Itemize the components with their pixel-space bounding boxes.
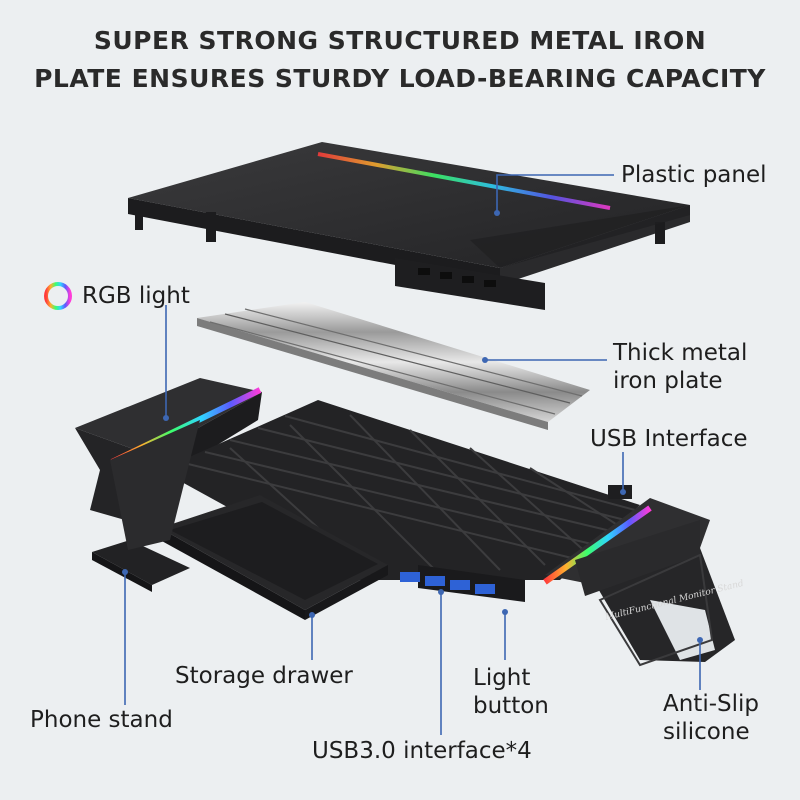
callout-light-button-line1: Light (473, 665, 531, 691)
callout-phone-stand: Phone stand (30, 707, 173, 733)
callout-light-button-line2: button (473, 693, 549, 719)
callout-usb-interface: USB Interface (590, 426, 748, 452)
base-right-leg (543, 498, 735, 667)
storage-drawer-part (160, 495, 388, 620)
callout-storage-drawer: Storage drawer (175, 663, 353, 689)
phone-stand-part (92, 420, 200, 592)
metal-plate-part (197, 302, 590, 430)
headline-line-1: SUPER STRONG STRUCTURED METAL IRON (93, 26, 707, 55)
callout-plastic-panel: Plastic panel (621, 162, 767, 188)
callout-rgb-light: RGB light (82, 283, 190, 309)
callout-metal-plate-line1: Thick metal (613, 340, 748, 366)
rgb-ring-icon (44, 282, 72, 310)
callout-anti-slip-line2: silicone (663, 719, 750, 745)
callout-anti-slip-line1: Anti-Slip (663, 691, 759, 717)
callout-usb30-interface: USB3.0 interface*4 (312, 738, 532, 764)
callout-metal-plate-line2: iron plate (613, 368, 723, 394)
headline-line-2: PLATE ENSURES STURDY LOAD-BEARING CAPACI… (34, 64, 766, 93)
plastic-panel-part (128, 142, 690, 310)
leader-lines (122, 174, 703, 735)
